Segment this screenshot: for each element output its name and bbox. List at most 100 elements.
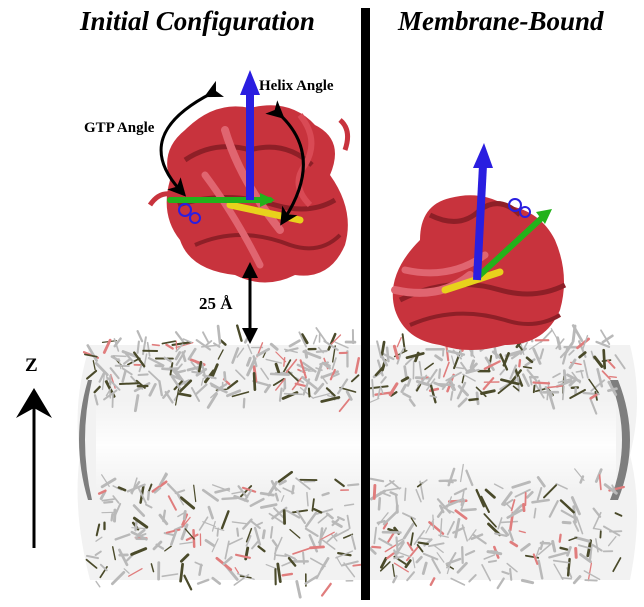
- lipid-tail: [520, 542, 531, 552]
- lipid-tail: [181, 351, 187, 363]
- lipid-tail: [593, 527, 602, 531]
- lipid-tail: [235, 553, 251, 559]
- lipid-tail: [295, 477, 311, 490]
- lipid-tail: [309, 545, 325, 550]
- lipid-tail: [406, 541, 414, 552]
- lipid-tail: [301, 375, 318, 390]
- lipid-tail: [112, 354, 127, 358]
- lipid-tail: [331, 357, 337, 371]
- lipid-tail: [413, 529, 425, 546]
- lipid-tail: [234, 567, 240, 574]
- lipid-tail: [325, 512, 334, 520]
- lipid-tail: [227, 380, 239, 390]
- lipid-tail: [614, 512, 623, 517]
- lipid-tail: [235, 369, 246, 380]
- lipid-tail: [528, 341, 542, 350]
- lipid-tail: [392, 574, 398, 584]
- lipid-tail: [371, 378, 375, 398]
- lipid-tail: [180, 523, 189, 541]
- lipid-tail: [529, 376, 533, 386]
- lipid-tail: [330, 334, 342, 346]
- lipid-tail: [396, 354, 402, 365]
- lipid-tail: [249, 519, 261, 530]
- lipid-tail: [204, 539, 216, 548]
- lipid-tail: [137, 373, 149, 377]
- lipid-tail: [461, 375, 465, 384]
- lipid-tail: [95, 536, 103, 542]
- lipid-tail: [269, 342, 279, 351]
- lipid-tail: [405, 545, 420, 562]
- lipid-tail: [396, 539, 405, 547]
- lipid-tail: [252, 371, 257, 392]
- lipid-tail: [302, 378, 311, 396]
- lipid-tail: [241, 486, 257, 493]
- lipid-tail: [448, 381, 454, 392]
- lipid-tail: [522, 502, 526, 513]
- lipid-tail: [299, 359, 307, 379]
- lipid-tail: [559, 499, 575, 514]
- lipid-tail: [421, 561, 428, 575]
- lipid-tail: [333, 528, 350, 538]
- lipid-tail: [402, 512, 416, 520]
- lipid-tail: [179, 562, 184, 583]
- lipid-tail: [546, 385, 564, 389]
- lipid-tail: [571, 371, 581, 384]
- lipid-tail: [166, 483, 181, 498]
- lipid-tail: [429, 384, 437, 404]
- lipid-tail: [136, 340, 140, 354]
- lipid-tail: [457, 389, 464, 397]
- lipid-tail: [287, 557, 297, 567]
- lipid-tail: [165, 367, 179, 370]
- lipid-tail: [383, 487, 402, 492]
- lipid-tail: [418, 537, 433, 541]
- lipid-tail: [177, 494, 185, 506]
- lipid-tail: [253, 526, 262, 546]
- lipid-tail: [445, 371, 462, 382]
- lipid-tail: [220, 510, 230, 530]
- lipid-tail: [132, 504, 146, 517]
- lipid-tail: [182, 510, 187, 521]
- lipid-tail: [243, 489, 252, 502]
- lipid-tail: [415, 555, 423, 564]
- lipid-tail: [396, 336, 402, 348]
- panel-divider: [361, 8, 370, 600]
- lipid-tail: [347, 483, 360, 487]
- z-axis-arrow: [16, 388, 52, 548]
- lipid-tail: [454, 517, 461, 539]
- lipid-tail: [503, 498, 514, 507]
- lipid-tail: [249, 497, 265, 508]
- lipid-tail: [275, 378, 286, 391]
- lipid-tail: [320, 375, 328, 385]
- lipid-tail: [518, 530, 526, 534]
- lower-lipid-leaflet: [85, 463, 625, 599]
- lipid-tail: [497, 381, 513, 395]
- lipid-tail: [313, 508, 323, 514]
- lipid-tail: [442, 361, 450, 378]
- lipid-tail: [403, 365, 408, 380]
- lipid-tail: [439, 518, 443, 538]
- lipid-tail: [480, 495, 490, 513]
- lipid-tail: [288, 339, 301, 348]
- lipid-tail: [418, 360, 423, 377]
- lipid-tail: [584, 579, 598, 582]
- lipid-tail: [326, 532, 338, 543]
- lipid-tail: [449, 379, 456, 391]
- lipid-tail: [446, 349, 466, 356]
- lipid-tail: [315, 327, 327, 343]
- upper-lipid-leaflet: [82, 323, 626, 415]
- lipid-tail: [99, 490, 107, 501]
- lipid-tail: [425, 518, 435, 534]
- lipid-tail: [432, 514, 435, 530]
- lipid-tail: [583, 570, 601, 581]
- lipid-tail: [404, 487, 407, 502]
- lipid-tail: [313, 382, 325, 395]
- lipid-tail: [274, 492, 279, 502]
- lipid-tail: [611, 484, 617, 493]
- lipid-tail: [338, 396, 352, 413]
- lipid-tail: [174, 489, 186, 495]
- lipid-tail: [320, 396, 341, 403]
- lipid-tail: [283, 357, 286, 367]
- lipid-tail: [147, 483, 153, 494]
- lipid-tail: [578, 544, 592, 550]
- lipid-tail: [382, 511, 398, 526]
